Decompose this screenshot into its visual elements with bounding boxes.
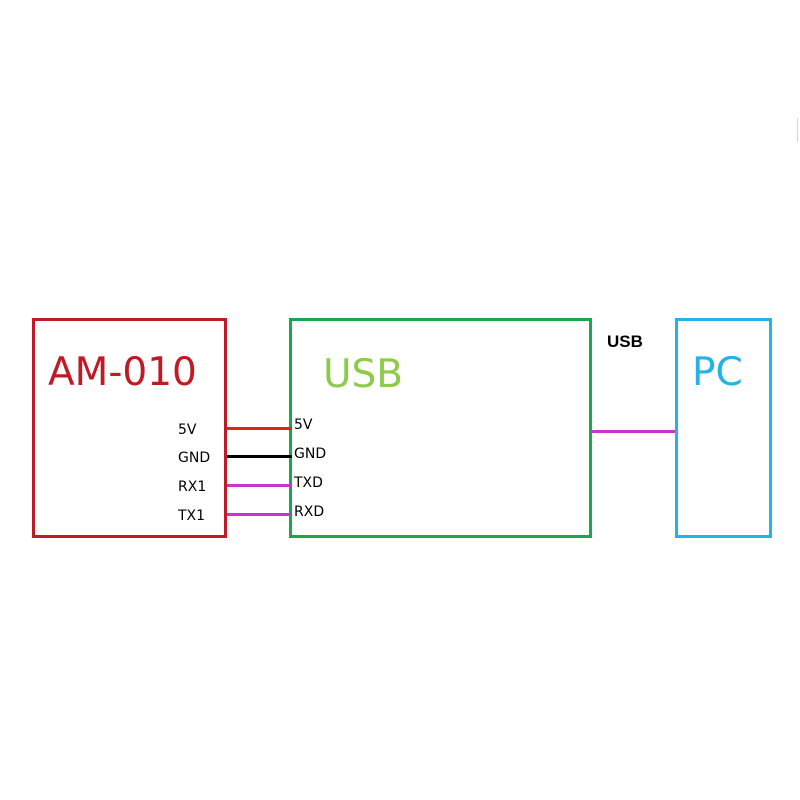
wire-5v: [227, 427, 292, 430]
usb-adapter-box: [289, 318, 592, 538]
wire-rx1-txd: [227, 484, 292, 487]
am010-pin-gnd: GND: [178, 450, 211, 466]
pc-box: [675, 318, 772, 538]
usb-pin-rxd: RXD: [294, 504, 325, 520]
pc-title: PC: [692, 350, 743, 395]
usb-pc-link-label: USB: [607, 332, 643, 351]
usb-pc-link-line: [592, 430, 675, 433]
am010-pin-tx1: TX1: [178, 508, 206, 524]
am010-pin-rx1: RX1: [178, 479, 207, 495]
usb-pin-gnd: GND: [294, 446, 327, 462]
usb-pin-txd: TXD: [294, 475, 323, 491]
am010-module-title: AM-010: [48, 350, 197, 395]
wire-tx1-rxd: [227, 513, 292, 516]
am010-module-box: [32, 318, 227, 538]
am010-pin-5v: 5V: [178, 422, 197, 438]
usb-pin-5v: 5V: [294, 417, 313, 433]
edge-mark: [797, 118, 798, 142]
wire-gnd: [227, 455, 292, 458]
usb-adapter-title: USB: [323, 352, 404, 397]
